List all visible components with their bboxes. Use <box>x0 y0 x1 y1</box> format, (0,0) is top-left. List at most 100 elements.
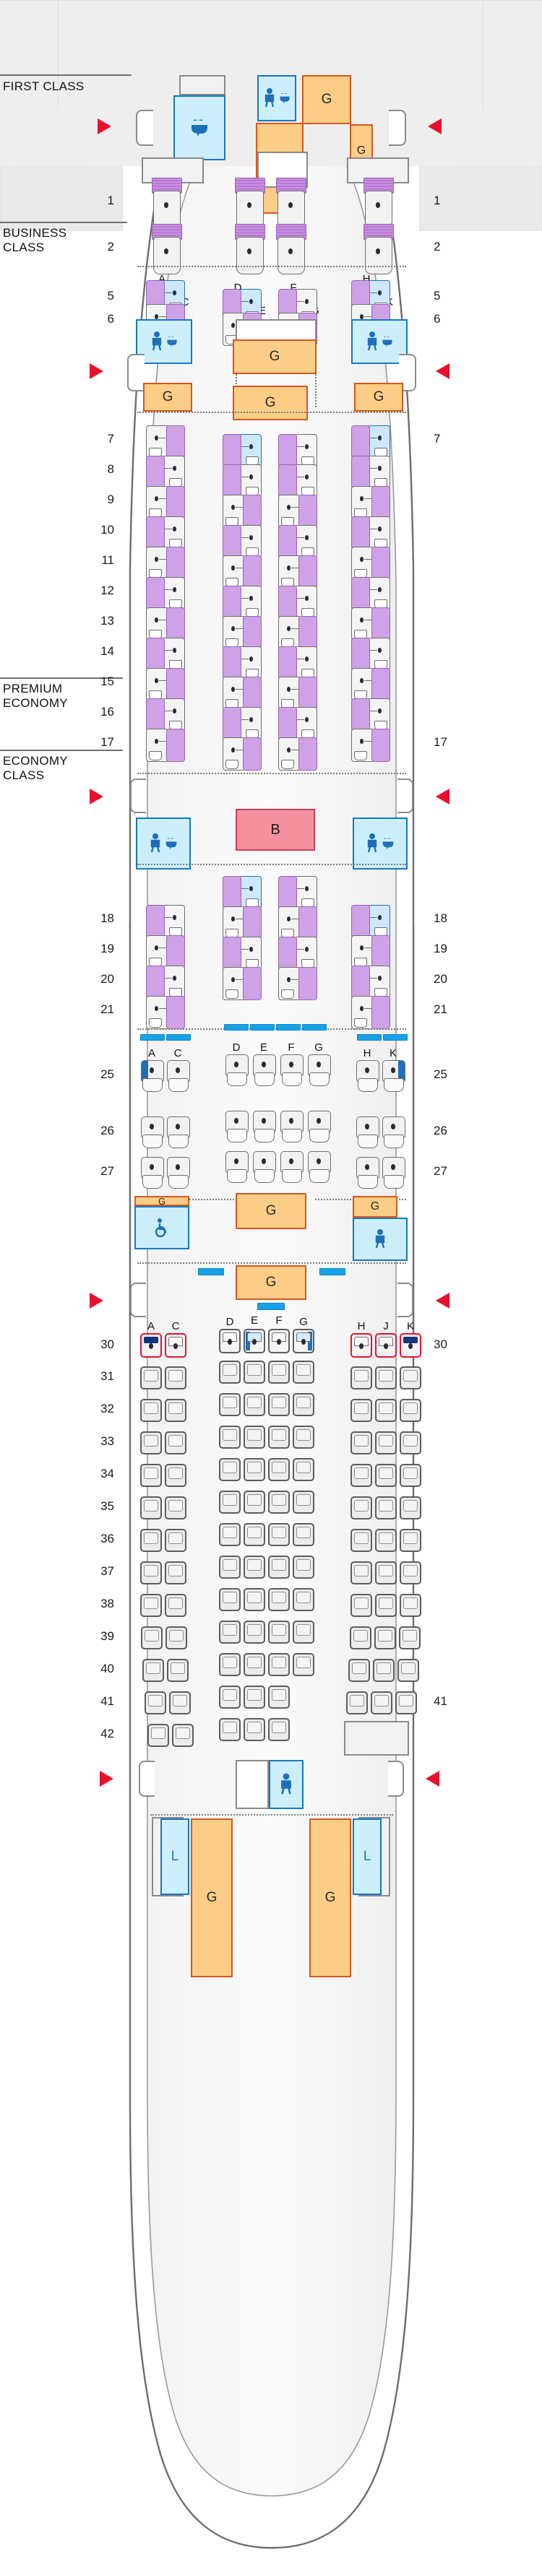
seat-39C[interactable] <box>165 1626 187 1649</box>
seat-14D[interactable] <box>223 646 262 680</box>
seat-13F[interactable] <box>278 615 317 649</box>
seat-35J[interactable] <box>375 1496 397 1519</box>
galley-premium-left-strip[interactable]: G <box>134 1196 189 1207</box>
galley-business-left[interactable]: G <box>143 383 192 412</box>
seat-14K[interactable] <box>351 637 390 671</box>
seat-25E[interactable] <box>251 1054 276 1086</box>
seat-34A[interactable] <box>140 1464 162 1487</box>
seat-40F[interactable] <box>268 1653 290 1676</box>
lavatory-business-right[interactable] <box>351 319 408 364</box>
seat-37H[interactable] <box>350 1561 372 1584</box>
seat-31C[interactable] <box>165 1366 186 1389</box>
seat-40J[interactable] <box>373 1659 395 1682</box>
seat-27E[interactable] <box>251 1151 276 1183</box>
seat-32K[interactable] <box>400 1399 421 1422</box>
seat-40E[interactable] <box>244 1653 265 1676</box>
galley-premium-right[interactable]: G <box>353 1196 397 1218</box>
seat-37J[interactable] <box>375 1561 397 1584</box>
seat-11D[interactable] <box>223 555 262 589</box>
seat-40G[interactable] <box>293 1653 314 1676</box>
seat-12K[interactable] <box>351 576 390 610</box>
seat-10A[interactable] <box>146 516 185 550</box>
seat-31J[interactable] <box>375 1366 397 1389</box>
seat-2K[interactable] <box>362 224 394 274</box>
seat-11F[interactable] <box>278 555 317 589</box>
seat-32G[interactable] <box>293 1393 314 1416</box>
seat-30K[interactable] <box>400 1333 421 1358</box>
seat-36D[interactable] <box>219 1523 241 1546</box>
seat-25C[interactable] <box>165 1060 190 1092</box>
seat-31F[interactable] <box>268 1361 290 1384</box>
seat-38J[interactable] <box>375 1594 397 1617</box>
seat-37F[interactable] <box>268 1556 290 1579</box>
seat-25F[interactable] <box>279 1054 304 1086</box>
galley-economy-front[interactable]: G <box>236 1265 306 1300</box>
seat-36E[interactable] <box>244 1523 265 1546</box>
seat-15K[interactable] <box>351 667 390 701</box>
seat-20E[interactable] <box>223 966 262 1000</box>
seat-37E[interactable] <box>244 1556 265 1579</box>
seat-18D[interactable] <box>223 875 262 909</box>
seat-15A[interactable] <box>146 667 185 701</box>
seat-26D[interactable] <box>224 1111 249 1142</box>
seat-39A[interactable] <box>141 1626 163 1649</box>
lavatory-bassinet-mid-right[interactable] <box>353 1218 408 1261</box>
seat-38E[interactable] <box>244 1588 265 1611</box>
lavatory-bassinet-tail[interactable] <box>269 1760 304 1809</box>
seat-33A[interactable] <box>140 1431 162 1454</box>
seat-16F[interactable] <box>278 706 317 740</box>
galley-front-right-upper[interactable]: G <box>302 75 351 124</box>
seat-1G[interactable] <box>275 178 306 228</box>
seat-34G[interactable] <box>293 1458 314 1481</box>
seat-38G[interactable] <box>293 1588 314 1611</box>
seat-36J[interactable] <box>375 1529 397 1552</box>
seat-34K[interactable] <box>400 1464 421 1487</box>
seat-31D[interactable] <box>219 1361 241 1384</box>
seat-17K[interactable] <box>351 728 390 762</box>
seat-31K[interactable] <box>400 1366 421 1389</box>
seat-36K[interactable] <box>400 1529 421 1552</box>
galley-business-right[interactable]: G <box>354 383 403 412</box>
galley-business-center-lower[interactable]: G <box>233 386 308 420</box>
galley-premium-center[interactable]: G <box>236 1193 306 1229</box>
seat-34J[interactable] <box>375 1464 397 1487</box>
seat-30G[interactable] <box>293 1329 314 1353</box>
seat-38A[interactable] <box>140 1594 162 1617</box>
seat-26A[interactable] <box>139 1116 164 1148</box>
seat-33F[interactable] <box>268 1426 290 1449</box>
lavatory-business-left[interactable] <box>136 319 192 364</box>
seat-42C[interactable] <box>172 1724 194 1747</box>
seat-33C[interactable] <box>165 1431 186 1454</box>
seat-32J[interactable] <box>375 1399 397 1422</box>
lavatory-front-left[interactable] <box>173 95 225 160</box>
seat-32F[interactable] <box>268 1393 290 1416</box>
seat-35G[interactable] <box>293 1491 314 1514</box>
seat-39J[interactable] <box>374 1626 396 1649</box>
seat-2A[interactable] <box>150 224 182 274</box>
seat-41K[interactable] <box>395 1691 417 1714</box>
lavatory-wheelchair-left[interactable] <box>134 1206 189 1249</box>
seat-12F[interactable] <box>278 585 317 619</box>
seat-10F[interactable] <box>278 524 317 558</box>
seat-33D[interactable] <box>219 1426 241 1449</box>
seat-27F[interactable] <box>279 1151 304 1183</box>
seat-17A[interactable] <box>146 728 185 762</box>
seat-39F[interactable] <box>268 1621 290 1644</box>
seat-18A[interactable] <box>146 904 185 938</box>
seat-37A[interactable] <box>140 1561 162 1584</box>
seat-37D[interactable] <box>219 1556 241 1579</box>
seat-30H[interactable] <box>350 1333 372 1358</box>
seat-1A[interactable] <box>150 178 182 228</box>
seat-33K[interactable] <box>400 1431 421 1454</box>
seat-42A[interactable] <box>147 1724 169 1747</box>
seat-35K[interactable] <box>400 1496 421 1519</box>
seat-14F[interactable] <box>278 646 317 680</box>
seat-7D[interactable] <box>223 433 262 467</box>
seat-30E[interactable] <box>244 1329 265 1353</box>
lavatory-mid-left[interactable] <box>136 818 191 869</box>
seat-25A[interactable] <box>139 1060 164 1092</box>
lavatory-bassinet-front[interactable] <box>257 75 296 121</box>
seat-40A[interactable] <box>142 1659 164 1682</box>
lavatory-mid-right[interactable] <box>353 818 408 869</box>
seat-42E[interactable] <box>244 1718 265 1741</box>
